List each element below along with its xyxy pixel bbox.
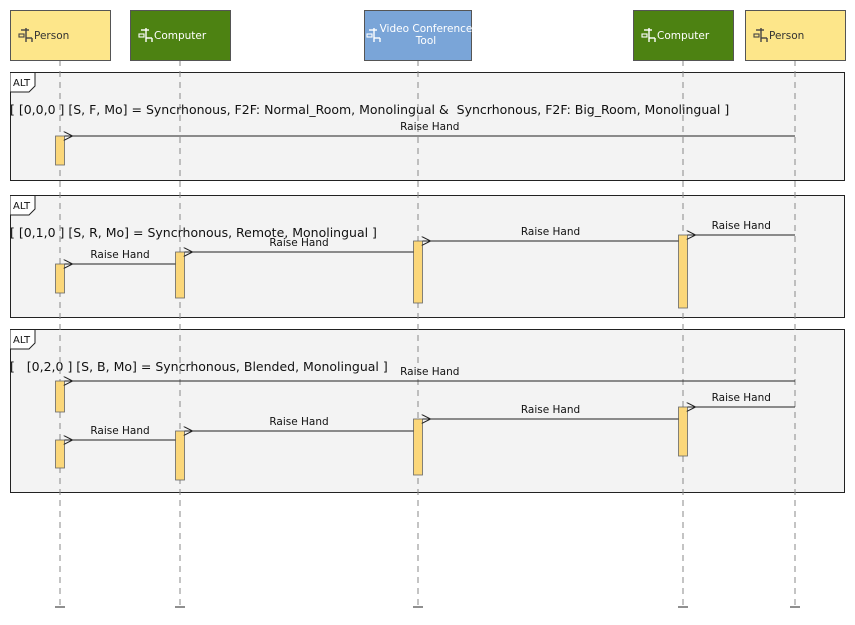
participant-c2: Computer	[633, 10, 734, 61]
component-icon	[138, 28, 153, 42]
alt-fragment: ALT [ [0,1,0 ] [S, R, Mo] = Syncrhonous, …	[10, 195, 845, 318]
activation-bar	[678, 406, 688, 457]
message-arrow: Raise Hand	[423, 404, 679, 419]
message-label: Raise Hand	[400, 121, 459, 133]
participant-box	[633, 10, 734, 61]
activation-bar	[55, 135, 65, 166]
participant-label: Computer	[154, 30, 207, 42]
message-arrow: Raise Hand	[185, 416, 414, 431]
participant-p1: Person	[10, 10, 111, 61]
fragment-keyword: ALT	[13, 201, 31, 212]
message-label: Raise Hand	[521, 404, 580, 416]
message-label: Raise Hand	[90, 425, 149, 437]
participant-box	[10, 10, 111, 61]
message-arrow: Raise Hand	[65, 249, 176, 264]
message-label: Raise Hand	[90, 249, 149, 261]
participant-label: Computer	[657, 30, 710, 42]
fragment-condition: [ [0,1,0 ] [S, R, Mo] = Syncrhonous, Rem…	[10, 225, 377, 240]
participant-box	[130, 10, 231, 61]
component-icon	[366, 28, 381, 42]
alt-fragment: ALT [ [0,2,0 ] [S, B, Mo] = Syncrhonous, …	[10, 329, 845, 493]
message-arrow: Raise Hand	[65, 121, 795, 136]
fragment-tab	[10, 72, 36, 93]
activation-bar	[678, 234, 688, 309]
activation-bar	[55, 263, 65, 294]
activation-bar	[413, 240, 423, 304]
activation-bar	[413, 418, 423, 476]
fragment-tab	[10, 329, 36, 350]
message-arrow: Raise Hand	[688, 392, 795, 407]
participant-p2: Person	[745, 10, 846, 61]
activation-bar	[175, 251, 185, 299]
message-label: Raise Hand	[712, 220, 771, 232]
participant-label: Video Conference	[380, 23, 473, 35]
activation-bar	[175, 430, 185, 481]
participant-c1: Computer	[130, 10, 231, 61]
message-arrow: Raise Hand	[688, 220, 795, 235]
fragment-keyword: ALT	[13, 335, 31, 346]
message-label: Raise Hand	[269, 416, 328, 428]
message-arrow: Raise Hand	[423, 226, 679, 241]
message-arrow: Raise Hand	[65, 366, 795, 381]
message-label: Raise Hand	[521, 226, 580, 238]
alt-fragment: ALT [ [0,0,0 ] [S, F, Mo] = Syncrhonous, …	[10, 72, 845, 181]
activation-bar	[55, 439, 65, 469]
message-label: Raise Hand	[712, 392, 771, 404]
participant-box	[364, 10, 472, 61]
message-arrow: Raise Hand	[185, 237, 414, 252]
fragment-condition: [ [0,0,0 ] [S, F, Mo] = Syncrhonous, F2F…	[10, 102, 729, 117]
fragment-frame	[10, 195, 845, 318]
fragment-condition: [ [0,2,0 ] [S, B, Mo] = Syncrhonous, Ble…	[10, 359, 388, 374]
message-label: Raise Hand	[400, 366, 459, 378]
message-label: Raise Hand	[269, 237, 328, 249]
fragment-keyword: ALT	[13, 78, 31, 89]
participant-label: Person	[34, 30, 69, 42]
component-icon	[641, 28, 656, 42]
fragment-frame	[10, 329, 845, 493]
participant-label: Tool	[415, 35, 436, 47]
message-arrow: Raise Hand	[65, 425, 176, 440]
component-icon	[18, 28, 33, 42]
participant-box	[745, 10, 846, 61]
activation-bar	[55, 380, 65, 413]
fragment-frame	[10, 72, 845, 181]
fragment-tab	[10, 195, 36, 216]
component-icon	[753, 28, 768, 42]
participant-label: Person	[769, 30, 804, 42]
